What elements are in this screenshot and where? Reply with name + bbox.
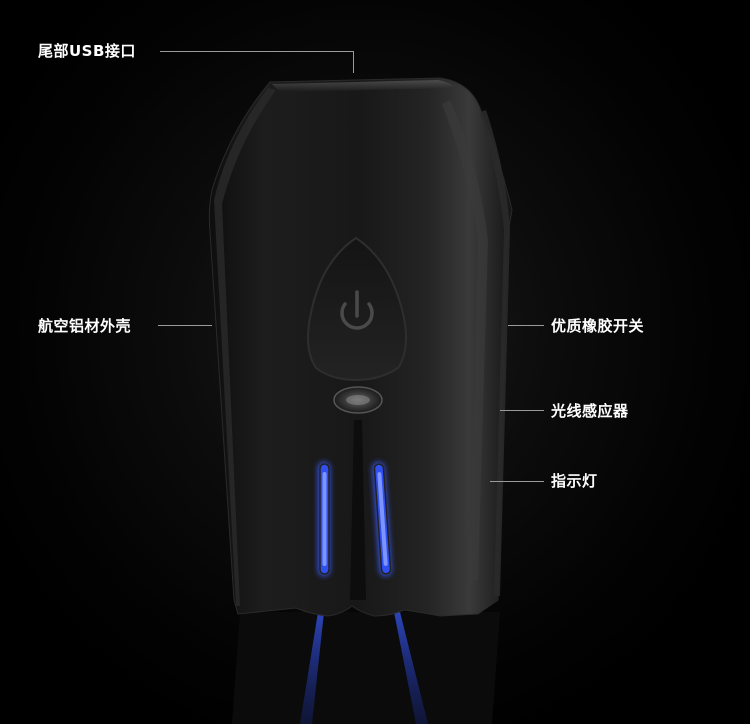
power-icon bbox=[340, 290, 374, 330]
light-beam-left bbox=[300, 612, 324, 724]
callout-indicator-light: 指示灯 bbox=[551, 472, 598, 490]
indicator-light-right-core bbox=[377, 472, 388, 566]
callout-usb-port: 尾部USB接口 bbox=[38, 42, 136, 60]
leader-line-aluminum-shell bbox=[158, 325, 212, 326]
light-beam-right bbox=[394, 612, 428, 724]
shell-top-rim bbox=[272, 80, 456, 92]
leader-line-indicator-light bbox=[490, 481, 544, 482]
center-groove bbox=[350, 420, 366, 600]
light-sensor-lens bbox=[346, 395, 370, 405]
indicator-light-left-core bbox=[322, 472, 327, 566]
mount-strap bbox=[232, 612, 500, 724]
shell-side-edge bbox=[480, 110, 510, 596]
callout-aluminum-shell: 航空铝材外壳 bbox=[38, 317, 132, 335]
leader-line-usb-port-vertical bbox=[353, 51, 354, 73]
shell-side-highlight bbox=[442, 100, 488, 582]
leader-line-light-sensor bbox=[500, 410, 544, 411]
callout-rubber-switch: 优质橡胶开关 bbox=[551, 317, 645, 335]
leader-line-usb-port bbox=[160, 51, 354, 52]
indicator-light bbox=[318, 462, 392, 576]
callout-light-sensor: 光线感应器 bbox=[551, 402, 629, 420]
shell-left-edge bbox=[214, 88, 276, 606]
leader-line-rubber-switch bbox=[508, 325, 544, 326]
